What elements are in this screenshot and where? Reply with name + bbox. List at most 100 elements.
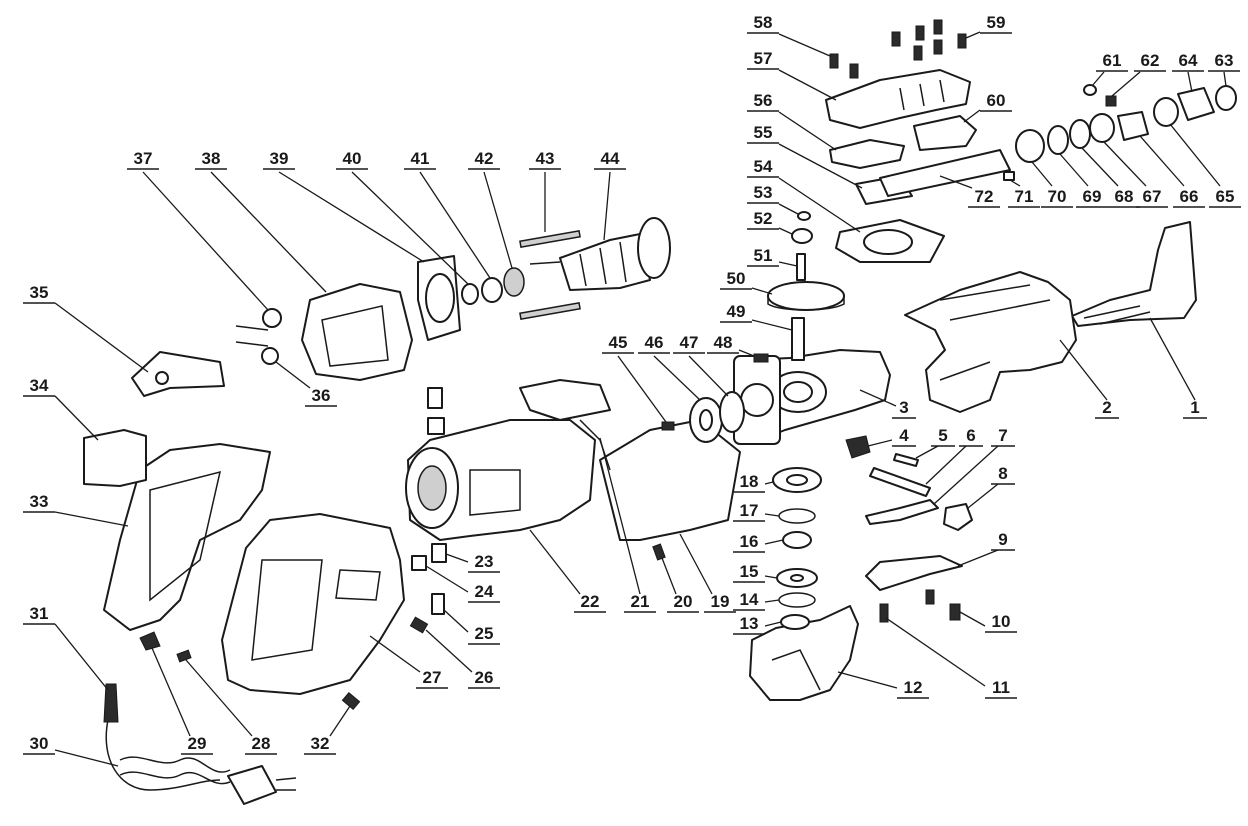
callout-63: 63 bbox=[1208, 51, 1240, 87]
part-24-brush-holder bbox=[411, 555, 427, 571]
callout-32: 32 bbox=[304, 705, 351, 755]
callout-51: 51 bbox=[747, 246, 798, 267]
part-44-armature bbox=[529, 217, 671, 291]
callout-56: 56 bbox=[747, 91, 837, 151]
callout-55: 55 bbox=[747, 123, 863, 189]
callout-label-53: 53 bbox=[754, 183, 773, 202]
callout-45: 45 bbox=[602, 333, 667, 423]
callout-label-56: 56 bbox=[754, 91, 773, 110]
callout-label-13: 13 bbox=[740, 614, 759, 633]
callout-7: 7 bbox=[933, 426, 1015, 505]
callout-label-18: 18 bbox=[740, 472, 759, 491]
callout-label-72: 72 bbox=[975, 187, 994, 206]
callout-label-7: 7 bbox=[998, 426, 1007, 445]
part-2-front-grip bbox=[904, 271, 1077, 413]
callout-label-36: 36 bbox=[312, 386, 331, 405]
callout-label-59: 59 bbox=[987, 13, 1006, 32]
callout-46: 46 bbox=[638, 333, 701, 401]
part-19-side-cover bbox=[599, 419, 741, 541]
callout-18: 18 bbox=[733, 472, 774, 493]
part-71-pin bbox=[1003, 171, 1015, 181]
callout-label-29: 29 bbox=[188, 734, 207, 753]
callout-3: 3 bbox=[859, 389, 916, 419]
callout-50: 50 bbox=[720, 269, 773, 295]
callout-label-24: 24 bbox=[475, 582, 494, 601]
callout-67: 67 bbox=[1103, 141, 1168, 208]
callout-60: 60 bbox=[963, 91, 1012, 123]
callout-43: 43 bbox=[529, 149, 561, 232]
callout-label-66: 66 bbox=[1180, 187, 1199, 206]
callout-label-27: 27 bbox=[423, 668, 442, 687]
callout-62: 62 bbox=[1111, 51, 1166, 97]
callout-21: 21 bbox=[599, 437, 656, 613]
callout-label-33: 33 bbox=[30, 492, 49, 511]
callout-16: 16 bbox=[733, 532, 784, 553]
callout-label-32: 32 bbox=[311, 734, 330, 753]
part-41-bearing bbox=[481, 277, 503, 303]
callout-label-52: 52 bbox=[754, 209, 773, 228]
callout-label-54: 54 bbox=[754, 157, 773, 176]
part-59-screw bbox=[957, 33, 967, 49]
part-51-pin bbox=[796, 253, 806, 281]
callout-label-9: 9 bbox=[998, 530, 1007, 549]
callout-label-47: 47 bbox=[680, 333, 699, 352]
part-35-trigger bbox=[131, 351, 225, 397]
callout-1: 1 bbox=[1149, 317, 1207, 419]
callout-59: 59 bbox=[965, 13, 1012, 39]
part-70-bush bbox=[1015, 129, 1045, 163]
callout-label-63: 63 bbox=[1215, 51, 1234, 70]
part-36-spring bbox=[261, 347, 279, 365]
callout-label-14: 14 bbox=[740, 590, 759, 609]
callout-label-8: 8 bbox=[998, 464, 1007, 483]
part-43-screws bbox=[519, 229, 581, 249]
part-5-pin bbox=[893, 453, 919, 467]
callout-31: 31 bbox=[23, 604, 109, 691]
callout-57: 57 bbox=[747, 49, 837, 101]
callout-label-40: 40 bbox=[343, 149, 362, 168]
callout-27: 27 bbox=[369, 635, 448, 689]
part-58-screw bbox=[829, 53, 839, 69]
part-25-brush bbox=[431, 593, 445, 615]
callout-35: 35 bbox=[23, 283, 149, 373]
callout-64: 64 bbox=[1172, 51, 1204, 93]
part-72-plunger bbox=[879, 149, 1011, 197]
part-52-bearing bbox=[791, 228, 813, 244]
callout-41: 41 bbox=[404, 149, 491, 279]
callout-label-69: 69 bbox=[1083, 187, 1102, 206]
part-14-ring bbox=[778, 592, 816, 608]
callout-44: 44 bbox=[594, 149, 626, 241]
part-48-screw bbox=[753, 353, 769, 363]
callout-label-28: 28 bbox=[252, 734, 271, 753]
callout-label-44: 44 bbox=[601, 149, 620, 168]
callout-5: 5 bbox=[915, 426, 955, 459]
callout-label-37: 37 bbox=[134, 149, 153, 168]
callout-20: 20 bbox=[661, 557, 699, 613]
part-38-stator bbox=[301, 283, 413, 381]
callout-label-65: 65 bbox=[1216, 187, 1235, 206]
callout-2: 2 bbox=[1059, 339, 1119, 419]
callout-label-61: 61 bbox=[1103, 51, 1122, 70]
part-32-screw bbox=[341, 691, 361, 711]
part-8-knob bbox=[943, 503, 973, 531]
callout-71: 71 bbox=[1008, 179, 1040, 208]
callout-53: 53 bbox=[747, 183, 799, 215]
callout-69: 69 bbox=[1059, 153, 1108, 208]
part-57-top-cover bbox=[825, 69, 971, 129]
callout-label-49: 49 bbox=[727, 302, 746, 321]
callout-38: 38 bbox=[195, 149, 327, 293]
callout-label-30: 30 bbox=[30, 734, 49, 753]
callout-label-4: 4 bbox=[899, 426, 909, 445]
callout-label-26: 26 bbox=[475, 668, 494, 687]
callout-label-55: 55 bbox=[754, 123, 773, 142]
callout-13: 13 bbox=[733, 614, 782, 635]
part-66-sleeve bbox=[1117, 111, 1149, 141]
callout-label-71: 71 bbox=[1015, 187, 1034, 206]
callout-label-34: 34 bbox=[30, 376, 49, 395]
part-69-washer bbox=[1047, 125, 1069, 155]
part-45-screw bbox=[661, 421, 675, 431]
part-11-screw bbox=[879, 603, 889, 623]
callout-label-10: 10 bbox=[992, 612, 1011, 631]
callout-label-68: 68 bbox=[1115, 187, 1134, 206]
callout-label-67: 67 bbox=[1143, 187, 1162, 206]
